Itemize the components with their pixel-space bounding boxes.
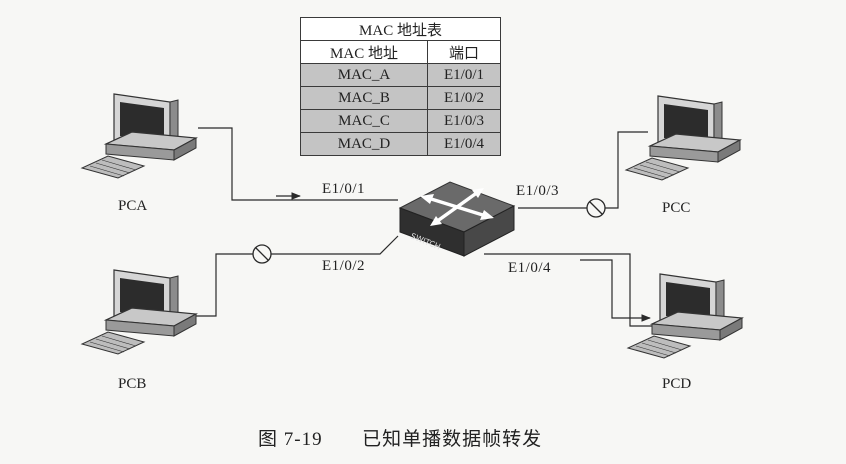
mac-cell: MAC_D — [300, 132, 428, 156]
blocked-icon-pcb — [252, 244, 272, 264]
blocked-icon-pcc — [586, 198, 606, 218]
host-label-pca: PCA — [118, 198, 148, 214]
link-pcb-switch — [176, 235, 399, 317]
pcc-computer-icon — [624, 95, 743, 181]
table-row: MAC_A E1/0/1 — [300, 63, 501, 87]
pca-computer-icon — [80, 93, 199, 179]
table-row: MAC_D E1/0/4 — [300, 132, 501, 156]
pcb-computer-icon — [80, 269, 199, 355]
switch-icon: SWITCH — [398, 181, 516, 257]
figure-caption: 图 7-19 已知单播数据帧转发 — [258, 424, 542, 451]
port-cell: E1/0/3 — [427, 109, 501, 133]
mac-table-header-port: 端口 — [427, 40, 501, 64]
figure-title: 已知单播数据帧转发 — [362, 429, 543, 450]
link-pcc-switch — [518, 131, 648, 209]
mac-table-title: MAC 地址表 — [300, 17, 501, 41]
table-row: MAC_B E1/0/2 — [300, 86, 501, 110]
host-label-pcd: PCD — [662, 376, 692, 392]
port-cell: E1/0/2 — [427, 86, 501, 110]
mac-address-table: MAC 地址表 MAC 地址 端口 MAC_A E1/0/1 MAC_B E1/… — [300, 17, 501, 156]
mac-cell: MAC_A — [300, 63, 428, 87]
flow-arrow-pcd — [580, 259, 651, 322]
figure-number: 图 7-19 — [258, 429, 323, 450]
pcd-computer-icon — [626, 273, 745, 359]
port-cell: E1/0/1 — [427, 63, 501, 87]
port-label-e101: E1/0/1 — [322, 181, 365, 197]
table-row: MAC_C E1/0/3 — [300, 109, 501, 133]
mac-table-header-mac: MAC 地址 — [300, 40, 428, 64]
port-label-e104: E1/0/4 — [508, 260, 551, 276]
mac-cell: MAC_C — [300, 109, 428, 133]
port-label-e103: E1/0/3 — [516, 183, 559, 199]
mac-cell: MAC_B — [300, 86, 428, 110]
port-cell: E1/0/4 — [427, 132, 501, 156]
host-label-pcb: PCB — [118, 376, 147, 392]
link-pcd-switch — [484, 253, 658, 327]
link-pca-switch — [198, 127, 398, 201]
host-label-pcc: PCC — [662, 200, 691, 216]
port-label-e102: E1/0/2 — [322, 258, 365, 274]
